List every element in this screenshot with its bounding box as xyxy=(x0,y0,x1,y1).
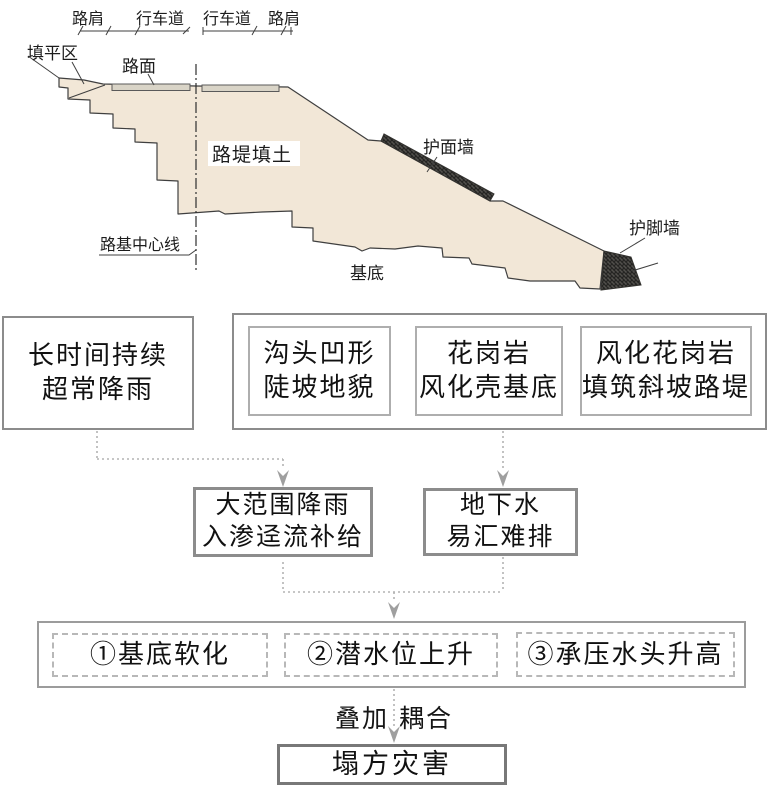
leader-lines xyxy=(27,55,646,256)
fill-area-wedge-line xyxy=(68,84,106,99)
dim-label-shoulder-left: 路肩 xyxy=(72,10,104,28)
box-groundwater: 地下水 易汇难排 xyxy=(423,488,578,556)
group-terrain-factors: 沟头凹形 陡坡地貌 花岗岩 风化壳基底 风化花岗岩 填筑斜坡路堤 xyxy=(232,313,767,430)
coupling-label-part1: 叠加 xyxy=(334,706,389,733)
effect-box-softening: ①基底软化 xyxy=(52,633,268,677)
embankment-label-bg xyxy=(208,141,300,166)
label-face-wall: 护面墙 xyxy=(423,138,474,157)
box-groundwater-line1: 地下水 xyxy=(459,491,541,519)
ground-line-right xyxy=(631,262,659,272)
factor-box-granite-base: 花岗岩 风化壳基底 xyxy=(415,326,563,416)
dimension-lines xyxy=(77,25,293,36)
box-rainfall-line1: 长时间持续 xyxy=(27,341,168,371)
leader-centerline-underline xyxy=(99,249,197,256)
leader-face-wall xyxy=(426,156,438,173)
factor-granite-line2: 风化壳基底 xyxy=(418,373,559,402)
factor-weathered-line2: 填筑斜坡路堤 xyxy=(582,373,751,402)
group-effects: ①基底软化 ②潜水位上升 ③承压水头升高 xyxy=(37,621,746,688)
factor-gully-line2: 陡坡地貌 xyxy=(263,373,376,402)
arrowhead-to-result xyxy=(388,726,400,743)
label-centerline: 路基中心线 xyxy=(100,236,180,254)
label-embankment-fill: 路堤填土 xyxy=(212,144,292,166)
box-collapse-result-text: 塌方灾害 xyxy=(332,748,452,779)
effect-confined-text: ③承压水头升高 xyxy=(527,639,724,669)
effect-box-confined-head: ③承压水头升高 xyxy=(516,632,735,677)
label-pavement: 路面 xyxy=(122,57,156,76)
label-toe-wall: 护脚墙 xyxy=(629,219,680,238)
effect-phreatic-text: ②潜水位上升 xyxy=(306,640,475,670)
coupling-label-part2: 耦合 xyxy=(399,706,454,733)
factor-granite-line1: 花岗岩 xyxy=(446,339,531,369)
box-groundwater-line2: 易汇难排 xyxy=(446,524,555,551)
flow-connectors xyxy=(96,431,504,727)
arrowhead-to-groundwater xyxy=(497,470,509,487)
box-recharge-line2: 入渗迳流补给 xyxy=(201,524,364,551)
dim-label-lane-right: 行车道 xyxy=(203,10,251,28)
pavement-right-strip xyxy=(201,84,280,92)
leader-fill-area-left xyxy=(27,55,60,79)
dim-label-shoulder-right: 路肩 xyxy=(268,10,300,28)
label-base: 基底 xyxy=(350,264,384,283)
toe-wall xyxy=(600,250,642,291)
arrowhead-to-effects xyxy=(388,602,400,619)
factor-weathered-line1: 风化花岗岩 xyxy=(595,339,736,369)
leader-fill-area xyxy=(71,61,85,85)
box-recharge-line1: 大范围降雨 xyxy=(215,491,351,519)
effect-softening-text: ①基底软化 xyxy=(89,640,230,670)
pavement-left-strip xyxy=(111,83,191,91)
label-fill-area: 填平区 xyxy=(27,44,78,63)
dim-label-lane-left: 行车道 xyxy=(136,10,184,28)
effect-box-phreatic-rise: ②潜水位上升 xyxy=(284,633,498,677)
box-rainfall: 长时间持续 超常降雨 xyxy=(2,316,194,430)
leader-toe-wall xyxy=(619,237,646,254)
factor-gully-line1: 沟头凹形 xyxy=(263,339,376,369)
face-wall xyxy=(380,133,495,202)
leader-pavement xyxy=(147,73,155,86)
box-recharge: 大范围降雨 入渗迳流补给 xyxy=(193,487,373,557)
soil-body xyxy=(58,77,605,290)
factor-box-gully: 沟头凹形 陡坡地貌 xyxy=(248,326,391,416)
factor-box-weathered-fill: 风化花岗岩 填筑斜坡路堤 xyxy=(580,326,752,416)
arrowhead-to-recharge xyxy=(277,470,289,487)
box-collapse-result: 塌方灾害 xyxy=(277,744,507,785)
flow-arrowheads xyxy=(277,470,509,743)
box-rainfall-line2: 超常降雨 xyxy=(41,375,154,404)
coupling-label: 叠加 耦合 xyxy=(294,699,494,735)
